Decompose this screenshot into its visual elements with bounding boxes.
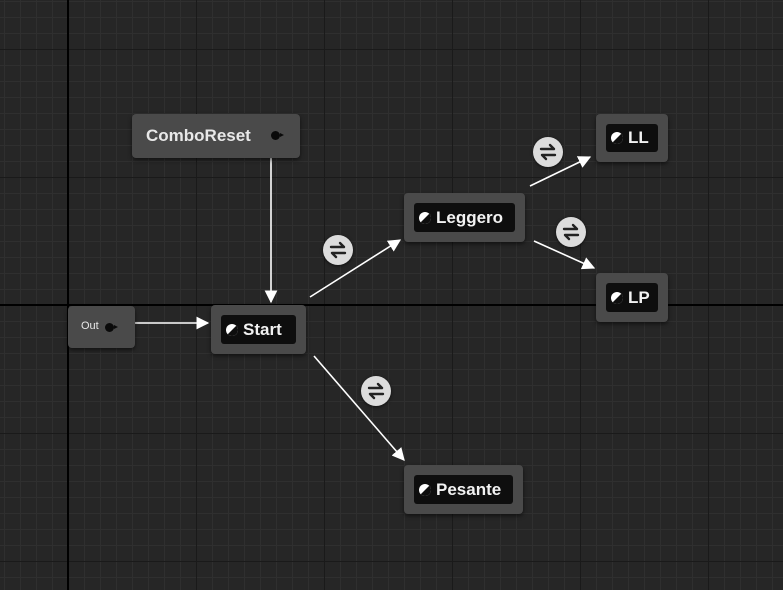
state-node-leggero[interactable]: Leggero [404, 193, 525, 242]
state-icon [419, 483, 431, 496]
transition-arrows-icon [539, 143, 557, 161]
state-node-ll[interactable]: LL [596, 114, 668, 162]
state-icon [611, 291, 623, 304]
state-node-lp[interactable]: LP [596, 273, 668, 322]
wire-start-to-pesante [313, 355, 405, 461]
state-icon [611, 132, 623, 144]
origin-horizontal-axis [0, 304, 783, 306]
transition-arrows-icon [329, 241, 347, 259]
origin-vertical-axis [67, 0, 69, 590]
entry-node-label: Out [81, 320, 99, 332]
transition-rule-icon-leggero-lp[interactable] [556, 217, 586, 247]
state-icon [226, 323, 238, 336]
state-node-body: Pesante [414, 475, 513, 504]
conduit-node-comboreset[interactable]: ComboReset [132, 114, 300, 158]
state-node-body: Start [221, 315, 296, 344]
state-label: Pesante [436, 479, 502, 499]
transition-rule-icon-start-leggero[interactable] [323, 235, 353, 265]
conduit-node-label: ComboReset [146, 126, 251, 145]
state-label: Start [243, 319, 282, 339]
output-pin-icon[interactable] [271, 131, 284, 140]
wire-leggero-to-ll [529, 156, 592, 187]
state-icon [419, 211, 431, 224]
state-label: LL [628, 128, 649, 147]
wire-leggero-to-lp [533, 240, 596, 270]
output-pin-icon[interactable] [105, 323, 118, 332]
transition-rule-icon-leggero-ll[interactable] [533, 137, 563, 167]
state-node-body: LP [606, 283, 658, 312]
state-node-start[interactable]: Start [211, 305, 306, 354]
state-label: Leggero [436, 207, 504, 227]
state-node-pesante[interactable]: Pesante [404, 465, 523, 514]
state-node-body: LL [606, 124, 658, 152]
wire-start-to-leggero [309, 239, 402, 298]
state-node-body: Leggero [414, 203, 515, 232]
transition-rule-icon-start-pesante[interactable] [361, 376, 391, 406]
entry-node[interactable]: Out [68, 306, 135, 348]
transition-arrows-icon [367, 382, 385, 400]
transition-arrows-icon [562, 223, 580, 241]
state-label: LP [628, 287, 650, 307]
